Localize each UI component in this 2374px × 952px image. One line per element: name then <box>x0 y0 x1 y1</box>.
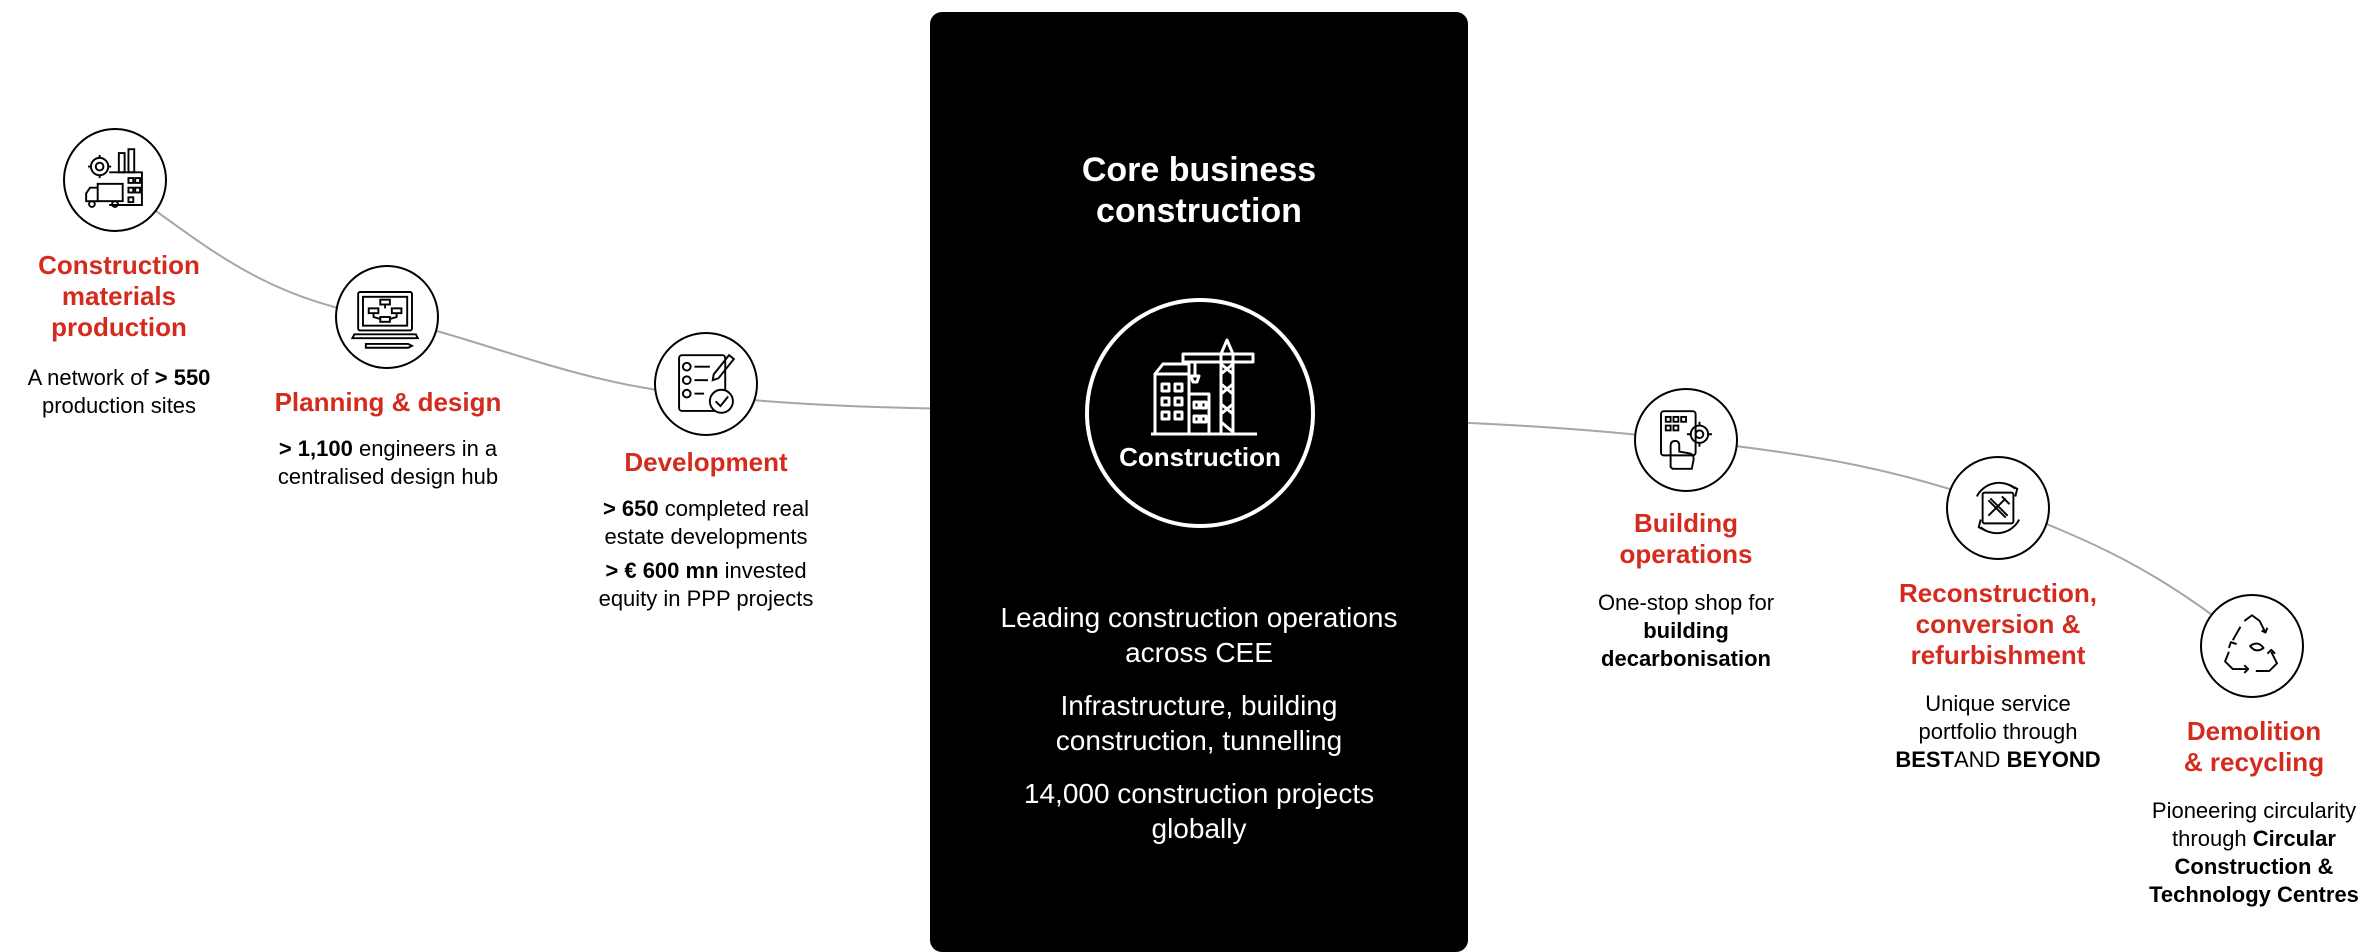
checklist-icon <box>678 353 736 414</box>
blueprint-monitor-icon <box>350 291 420 349</box>
tools-recycle-icon <box>1975 481 2021 535</box>
construction-node: Construction <box>1085 298 1315 528</box>
core-title-line2: construction <box>1096 192 1302 230</box>
demolition-recycling-node <box>2200 594 2304 698</box>
construction-node-label: Construction <box>1119 442 1281 472</box>
development-title: Development <box>624 447 788 477</box>
materials-production-desc: A network of > 550 production sites <box>27 365 211 418</box>
factory-truck-icon <box>85 148 143 208</box>
planning-design-title: Planning & design <box>274 387 502 417</box>
materials-production-node <box>63 128 167 232</box>
demolition-recycling-desc: Pioneering circularity through Circular … <box>2149 798 2359 907</box>
crane-building-icon <box>1151 338 1257 436</box>
building-operations-desc: One-stop shop for building decarbonisati… <box>1597 590 1775 671</box>
materials-production-title: Construction materials production <box>38 250 200 342</box>
reconstruction-desc: Unique service portfolio through BESTAND… <box>1895 691 2101 772</box>
demolition-recycling-title: Demolition & recycling <box>2183 716 2325 777</box>
recycling-icon <box>2224 614 2278 674</box>
planning-design-desc: > 1,100 engineers in a centralised desig… <box>277 436 499 489</box>
core-business-title: Core business construction <box>930 150 1468 232</box>
core-title-line1: Core business <box>1081 151 1317 189</box>
planning-design-node <box>335 265 439 369</box>
building-operations-title: Building operations <box>1619 508 1753 569</box>
building-operations-node <box>1634 388 1738 492</box>
development-node <box>654 332 758 436</box>
reconstruction-node <box>1946 456 2050 560</box>
reconstruction-title: Reconstruction, conversion & refurbishme… <box>1899 578 2097 670</box>
smart-building-gear-icon <box>1660 410 1712 470</box>
